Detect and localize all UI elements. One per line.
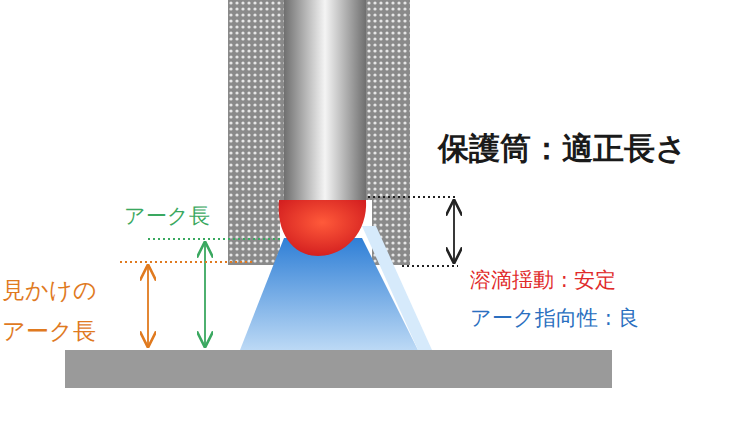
dim-line <box>368 196 458 198</box>
arc-direction-note: アーク指向性 : 良 <box>470 306 639 331</box>
dim-arrow <box>147 266 149 346</box>
arc-length-label: アーク長 <box>124 204 210 229</box>
dim-line <box>402 265 458 267</box>
molten-droplet <box>279 200 366 256</box>
shield-tube <box>228 0 410 265</box>
dim-arrow <box>204 243 206 346</box>
apparent-arc-length-label: 見かけの アーク長 <box>2 270 106 353</box>
heading: 保護筒：適正長さ <box>438 128 687 170</box>
dim-arrow <box>453 201 455 262</box>
dim-line <box>120 261 254 263</box>
arc-cone <box>240 238 418 350</box>
electrode <box>284 0 366 202</box>
dim-line <box>148 238 282 240</box>
arc-edge <box>362 226 432 350</box>
droplet-note: 溶滴揺動 : 安定 <box>470 268 616 293</box>
base-plate <box>65 350 612 388</box>
